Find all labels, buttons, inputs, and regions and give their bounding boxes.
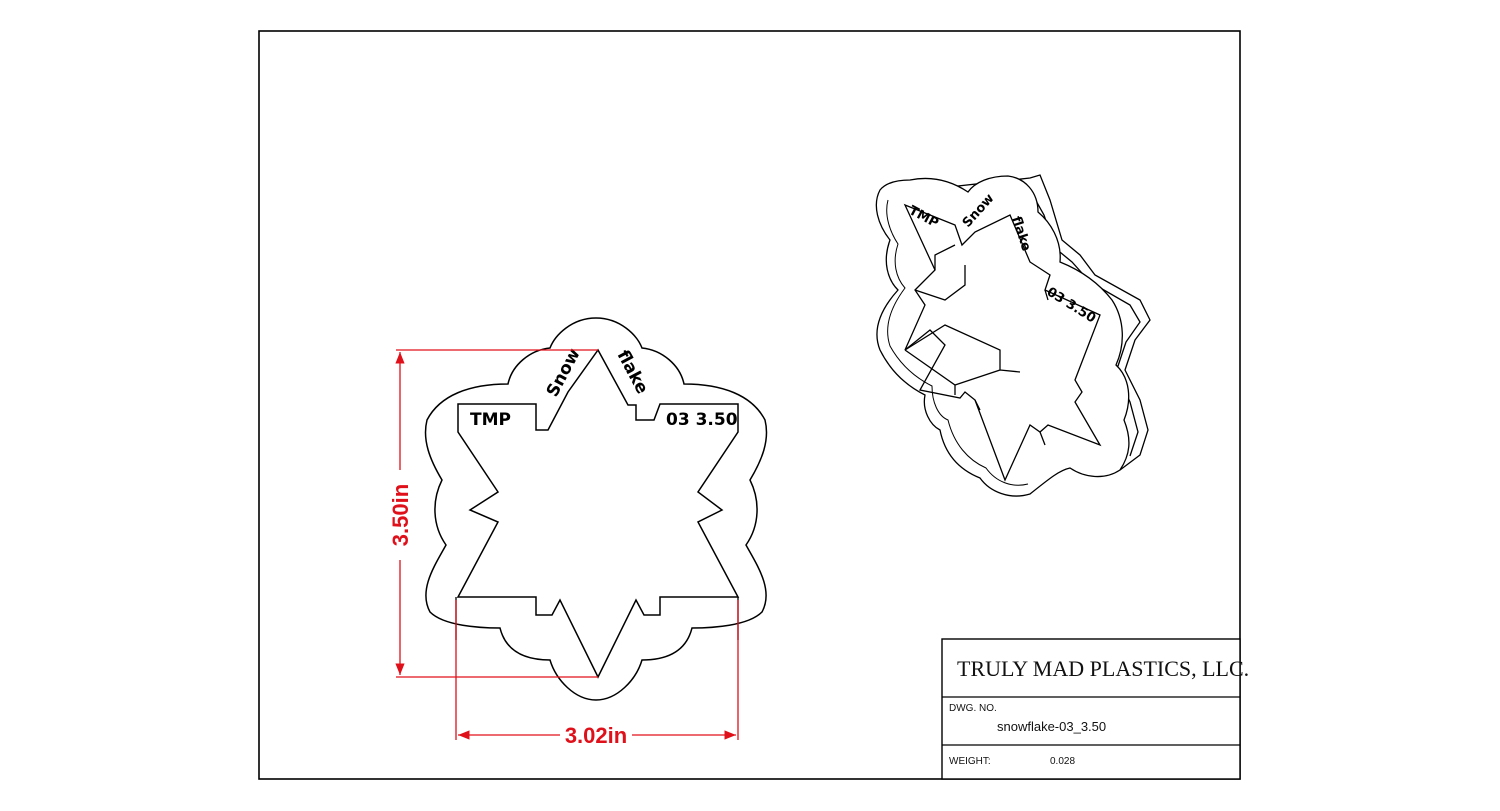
iso-inner-star	[903, 203, 1102, 482]
label-snow: Snow	[543, 345, 585, 400]
label-tmp: TMP	[470, 410, 511, 430]
weight-label: WEIGHT:	[949, 756, 991, 767]
iso-back-layer-2	[1019, 181, 1141, 457]
isometric-view: TMP Snow flake 03 3.50	[875, 174, 1151, 497]
iso-back-layer	[939, 174, 1151, 471]
height-dimension-text: 3.50in	[388, 484, 413, 546]
title-block: TRULY MAD PLASTICS, LLC. DWG. NO. snowfl…	[941, 638, 1249, 780]
width-dimension-text: 3.02in	[565, 723, 627, 748]
label-flake: flake	[613, 347, 652, 397]
company-name: TRULY MAD PLASTICS, LLC.	[957, 656, 1249, 681]
label-code: 03 3.50	[666, 410, 738, 430]
dwg-no-label: DWG. NO.	[949, 703, 997, 714]
cutter-inner-star	[456, 348, 740, 679]
dimensions	[395, 349, 739, 740]
iso-inner-walls	[904, 244, 1049, 446]
notch-lines	[455, 597, 739, 640]
weight-value: 0.028	[1050, 756, 1075, 767]
cutter-outer-outline	[424, 317, 768, 701]
title-block-frame	[941, 638, 1241, 780]
iso-rim-inner	[886, 199, 1029, 486]
iso-front-outer	[875, 175, 1130, 497]
front-view: TMP Snow flake 03 3.50	[424, 317, 768, 701]
dwg-no-value: snowflake-03_3.50	[997, 719, 1106, 734]
sheet-border	[258, 30, 1241, 780]
